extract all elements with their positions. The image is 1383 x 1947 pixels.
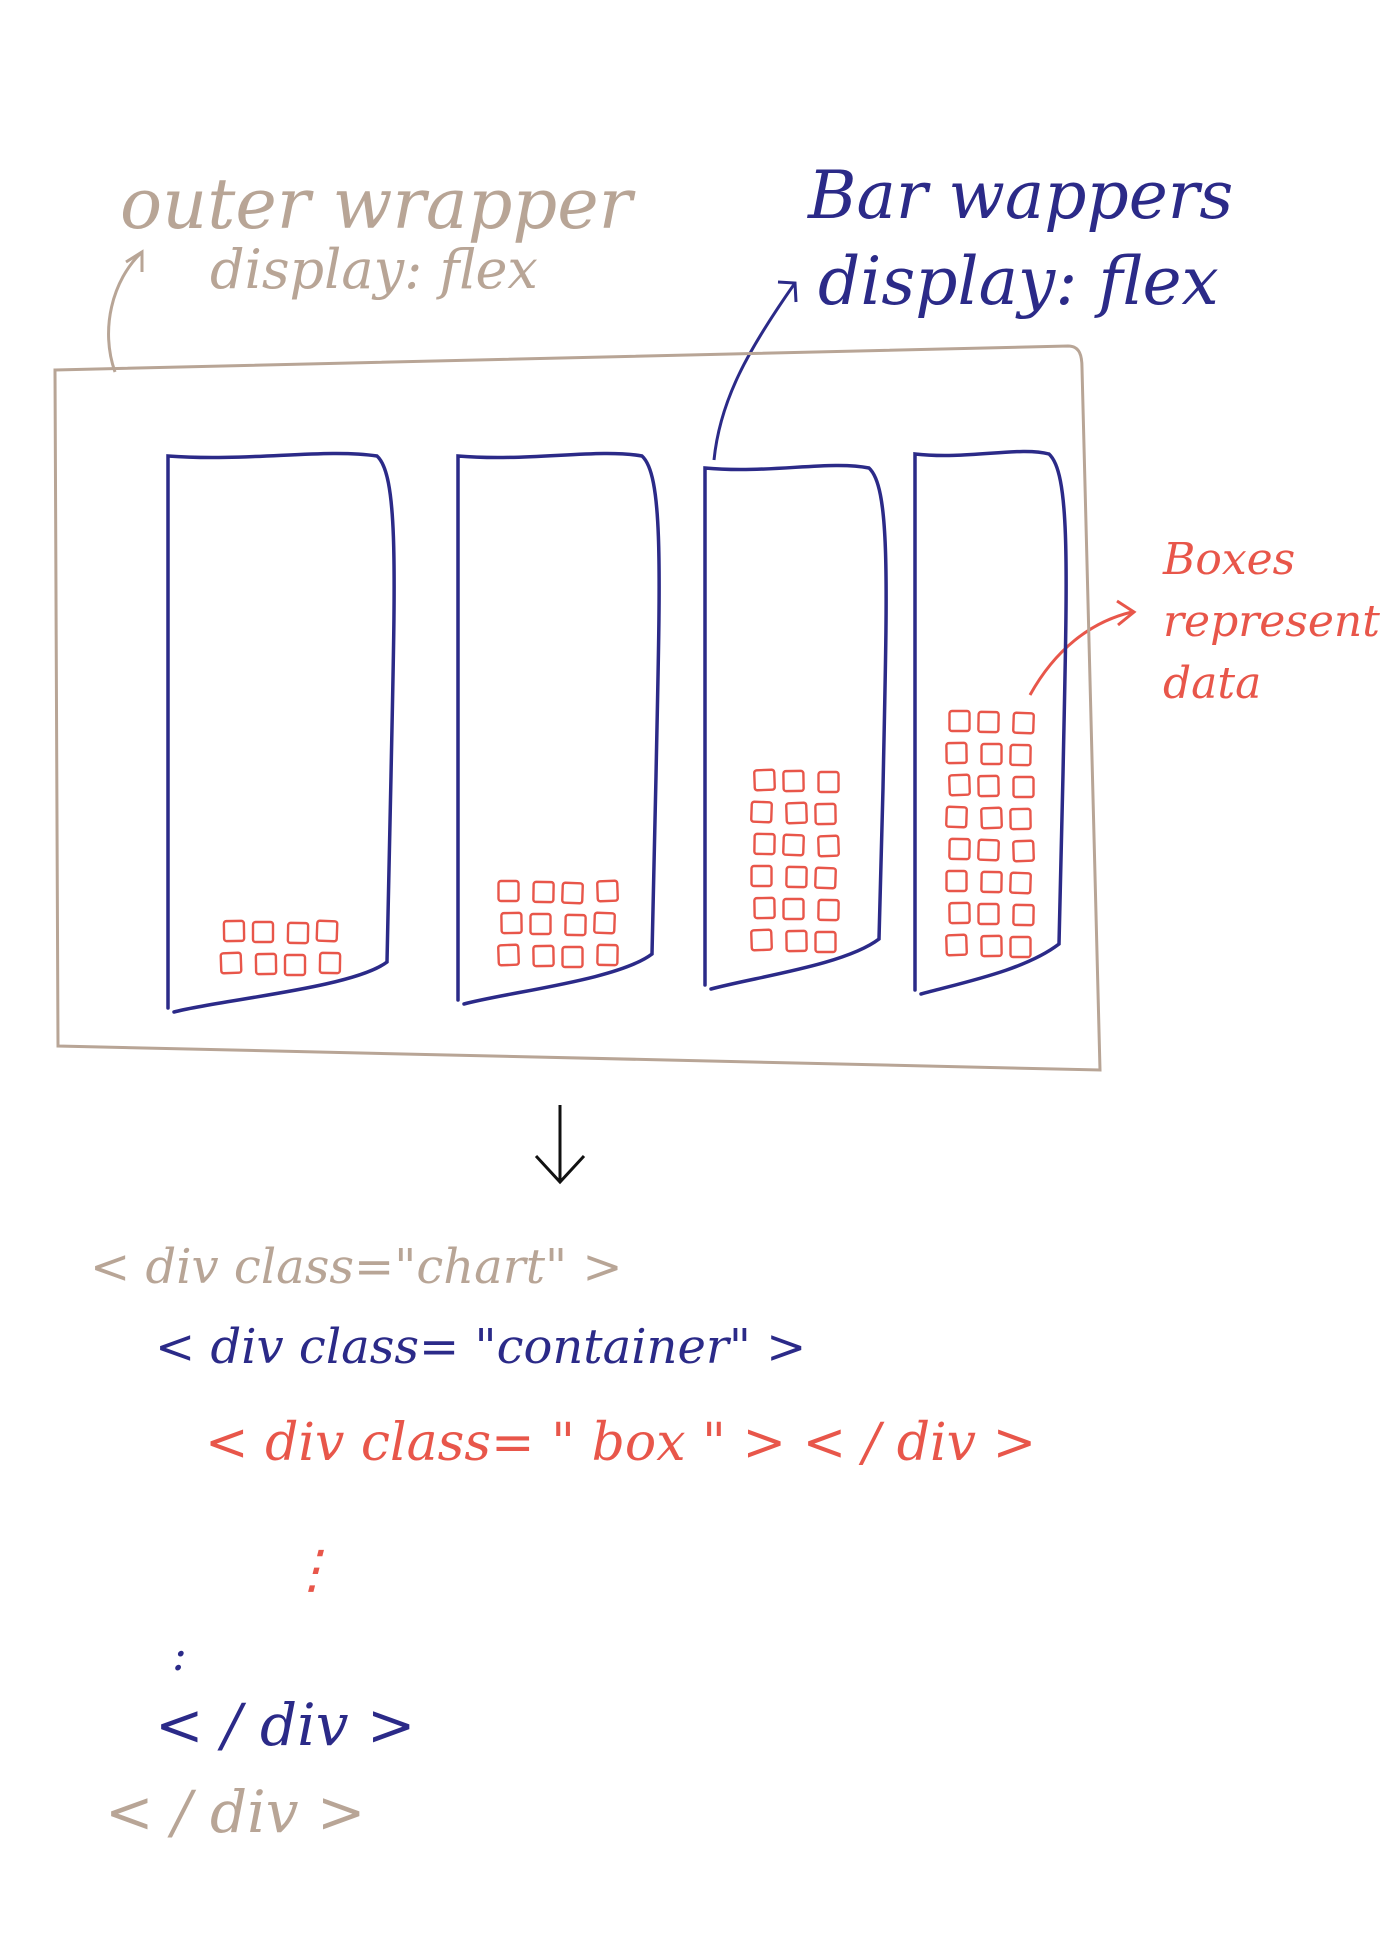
data-box-bar2: [561, 881, 584, 905]
data-box-bar2: [497, 879, 520, 903]
code-container-close: < / div >: [155, 1691, 416, 1759]
data-box-bar1: [254, 952, 278, 976]
data-box-bar3: [817, 898, 840, 922]
bar-wrappers: [166, 449, 1068, 1014]
data-box-bar3: [782, 769, 805, 793]
bar-wrappers-arrow-head: [777, 280, 798, 303]
data-box-bar4: [977, 774, 1000, 798]
data-box-bar2: [596, 943, 619, 967]
data-box-bar4: [1009, 743, 1032, 767]
data-box-bar3: [814, 866, 837, 890]
data-box-bar4: [1012, 711, 1035, 735]
data-box-bar2: [532, 880, 555, 904]
data-box-bar1: [283, 953, 307, 977]
data-box-bar1: [219, 951, 243, 975]
data-box-bar3: [785, 865, 808, 889]
data-box-bar2: [596, 879, 619, 903]
data-box-bar4: [980, 870, 1003, 894]
outer-wrapper-arrow: [107, 250, 144, 373]
boxes-arrow-head: [1116, 599, 1137, 627]
data-box-bar3: [753, 768, 776, 792]
down-arrow-head: [534, 1154, 586, 1185]
data-box-bar2: [564, 913, 587, 937]
data-box-bar4: [1009, 807, 1032, 831]
data-box-bar3: [814, 930, 837, 954]
data-box-bar4: [1012, 839, 1035, 863]
data-box-bar4: [948, 709, 971, 733]
data-box-bar4: [980, 742, 1003, 766]
data-box-bar2: [532, 944, 555, 968]
data-box-bar4: [980, 806, 1003, 830]
data-box-bar4: [1009, 871, 1032, 895]
data-box-bar3: [750, 864, 773, 888]
bar-wrappers-style: display: flex: [818, 243, 1219, 320]
data-box-bar4: [1012, 903, 1035, 927]
boxes-label-line3: data: [1163, 658, 1261, 709]
bar-wrapper-4: [913, 449, 1068, 996]
code-box-line: < div class= " box " > < / div >: [205, 1413, 1036, 1473]
code-container-open: < div class= "container" >: [155, 1319, 806, 1375]
outer-wrapper-style: display: flex: [210, 238, 538, 301]
data-box-bar4: [945, 741, 968, 765]
data-box-bar4: [945, 869, 968, 893]
data-box-bar3: [750, 800, 773, 824]
data-box-bar2: [561, 945, 584, 969]
outer-wrapper-title: outer wrapper: [120, 163, 636, 245]
data-box-bar3: [782, 833, 805, 857]
data-box-bar1: [286, 921, 310, 945]
outer-wrapper-arrow-head: [125, 249, 144, 272]
data-box-bar4: [977, 710, 1000, 734]
data-box-bar3: [817, 834, 840, 858]
data-box-bar2: [500, 911, 523, 935]
bar-wrapper-2: [456, 451, 661, 1006]
data-box-bar4: [948, 773, 971, 797]
outer-wrapper-box: [53, 344, 1102, 1072]
data-box-bar2: [529, 912, 552, 936]
code-chart-close: < / div >: [105, 1778, 366, 1846]
bar-wrapper-1: [166, 451, 396, 1014]
data-box-bar4: [977, 902, 1000, 926]
data-box-bar3: [785, 801, 808, 825]
data-box-bar4: [948, 901, 971, 925]
data-box-bar4: [945, 805, 968, 829]
data-box-bar2: [593, 911, 616, 935]
boxes-label-line1: Boxes: [1162, 534, 1295, 585]
code-container-ellipsis: :: [172, 1630, 187, 1681]
data-box-bar1: [251, 920, 275, 944]
data-box-bar4: [980, 934, 1003, 958]
data-box-bar4: [1009, 935, 1032, 959]
data-box-bar3: [817, 770, 840, 794]
data-box-bar3: [753, 896, 776, 920]
data-box-bar3: [750, 928, 773, 952]
code-box-ellipsis: ⋮: [286, 1540, 338, 1600]
data-box-bar4: [945, 933, 968, 957]
data-box-bar1: [315, 919, 339, 943]
boxes-arrow: [1028, 610, 1133, 696]
data-box-bar3: [785, 929, 808, 953]
data-box-bar3: [782, 897, 805, 921]
data-box-bar4: [948, 837, 971, 861]
data-box-bar2: [497, 943, 520, 967]
code-chart-open: < div class="chart" >: [90, 1239, 623, 1295]
boxes-label-line2: represent: [1163, 596, 1380, 647]
bar-wrappers-arrow: [712, 282, 797, 461]
data-box-bar4: [977, 838, 1000, 862]
data-box-bar1: [222, 919, 246, 943]
data-box-bar1: [318, 951, 342, 975]
data-box-bar3: [814, 802, 837, 826]
bar-wrappers-title: Bar wappers: [807, 157, 1233, 234]
bar-wrapper-3: [703, 463, 888, 991]
data-box-bar4: [1012, 775, 1035, 799]
data-box-bar3: [753, 832, 776, 856]
